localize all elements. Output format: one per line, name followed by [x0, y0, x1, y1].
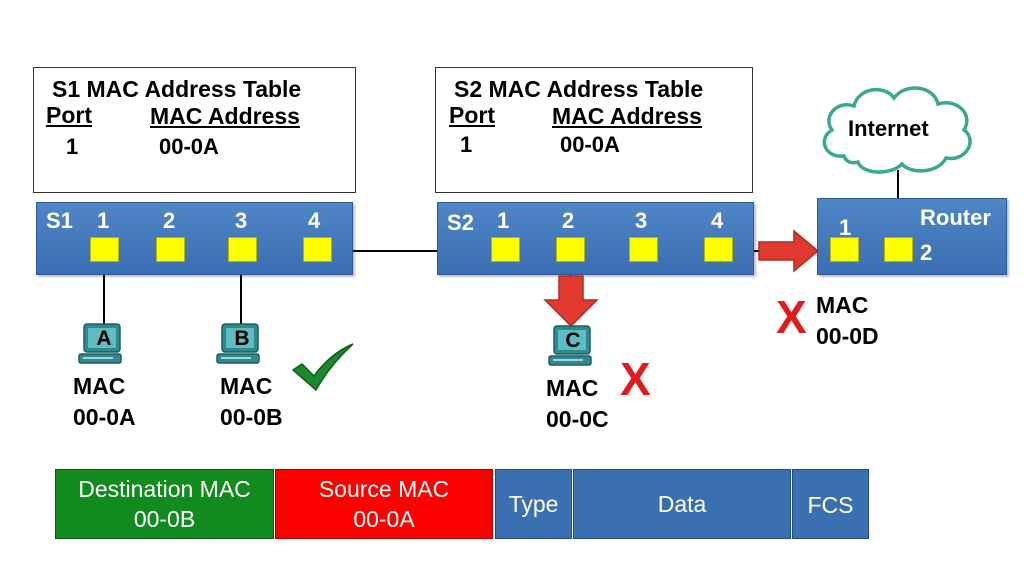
router-port-1 [830, 237, 859, 262]
s1-port-label-1: 1 [97, 208, 110, 233]
forward-arrow-to-router-icon [758, 229, 820, 273]
host-c-drop-cross-icon: X [620, 353, 651, 405]
host-c-mac-label: MAC [546, 375, 599, 401]
frame-data: Data [573, 469, 791, 539]
host-a-mac-value: 00-0A [73, 404, 136, 430]
s1-port-header: Port [46, 102, 92, 128]
router-port-label-1: 1 [839, 215, 852, 240]
s2-port-label-3: 3 [635, 208, 648, 233]
frame-data-label: Data [657, 491, 707, 517]
host-a-mac-label: MAC [73, 373, 126, 399]
router-mac: MAC 00-0D [816, 290, 879, 352]
host-c-mac: MAC 00-0C [546, 373, 609, 435]
s1-port-1 [90, 237, 119, 262]
switch-s1-label: S1 [46, 208, 73, 233]
frame-dest-label: Destination MAC [78, 476, 251, 502]
s2-port-2 [556, 237, 585, 262]
s1-port-label-2: 2 [163, 208, 176, 233]
s2-port-label-1: 1 [497, 208, 510, 233]
internet-label: Internet [848, 116, 929, 141]
host-b-mac: MAC 00-0B [220, 371, 283, 433]
s1-mac-header: MAC Address [150, 103, 300, 129]
s1-mac-table: S1 MAC Address Table Port MAC Address 1 … [33, 67, 356, 193]
s2-port-3 [629, 237, 658, 262]
s2-port-4 [704, 237, 733, 262]
switch-s2-label: S2 [447, 210, 474, 235]
frame-type: Type [495, 469, 572, 539]
router-label: Router [920, 205, 991, 230]
host-a-letter: A [96, 327, 112, 350]
forward-arrow-to-host-c-icon [543, 275, 599, 328]
router-port-label-2: 2 [920, 240, 933, 265]
frame-src-label: Source MAC [318, 476, 450, 502]
s1-port-2 [156, 237, 185, 262]
frame-fcs: FCS [792, 469, 869, 539]
accept-check-icon [291, 343, 354, 392]
s1-port-label-3: 3 [235, 208, 248, 233]
s2-port-header: Port [449, 102, 495, 128]
internet-cloud-icon [822, 86, 972, 174]
router: Router 1 2 [817, 198, 1007, 275]
host-c-letter: C [565, 329, 581, 352]
s1-table-title: S1 MAC Address Table [52, 76, 302, 102]
host-b-mac-label: MAC [220, 373, 273, 399]
s2-row-port: 1 [460, 132, 473, 157]
frame-dest-value: 00-0B [133, 506, 196, 532]
s2-mac-table: S2 MAC Address Table Port MAC Address 1 … [435, 67, 753, 193]
s2-row-mac: 00-0A [560, 132, 620, 157]
host-b-letter: B [234, 327, 250, 350]
frame-src-value: 00-0A [353, 506, 415, 532]
frame-source-mac: Source MAC 00-0A [275, 469, 493, 539]
s1-row-mac: 00-0A [159, 134, 219, 159]
host-c-computer-icon [548, 325, 592, 366]
switch-s2: S2 1 2 3 4 [437, 202, 754, 275]
router-drop-cross-icon: X [776, 291, 807, 343]
router-mac-label: MAC [816, 292, 869, 318]
frame-fcs-label: FCS [807, 492, 854, 518]
s2-mac-header: MAC Address [552, 103, 702, 129]
host-a-computer-icon [78, 323, 122, 364]
s1-row-port: 1 [66, 134, 79, 159]
s1-port-4 [303, 237, 332, 262]
host-b-mac-value: 00-0B [220, 404, 283, 430]
host-c-mac-value: 00-0C [546, 406, 609, 432]
s1-port-label-4: 4 [308, 208, 321, 233]
frame-type-label: Type [508, 491, 559, 517]
host-b-computer-icon [216, 323, 260, 364]
s2-port-label-2: 2 [562, 208, 575, 233]
s2-port-label-4: 4 [711, 208, 724, 233]
switch-s1: S1 1 2 3 4 [36, 202, 353, 275]
host-a-mac: MAC 00-0A [73, 371, 136, 433]
router-port-2 [884, 237, 913, 262]
s1-port-3 [228, 237, 257, 262]
frame-destination-mac: Destination MAC 00-0B [55, 469, 274, 539]
router-mac-value: 00-0D [816, 323, 879, 349]
s2-port-1 [491, 237, 520, 262]
s2-table-title: S2 MAC Address Table [454, 76, 704, 102]
